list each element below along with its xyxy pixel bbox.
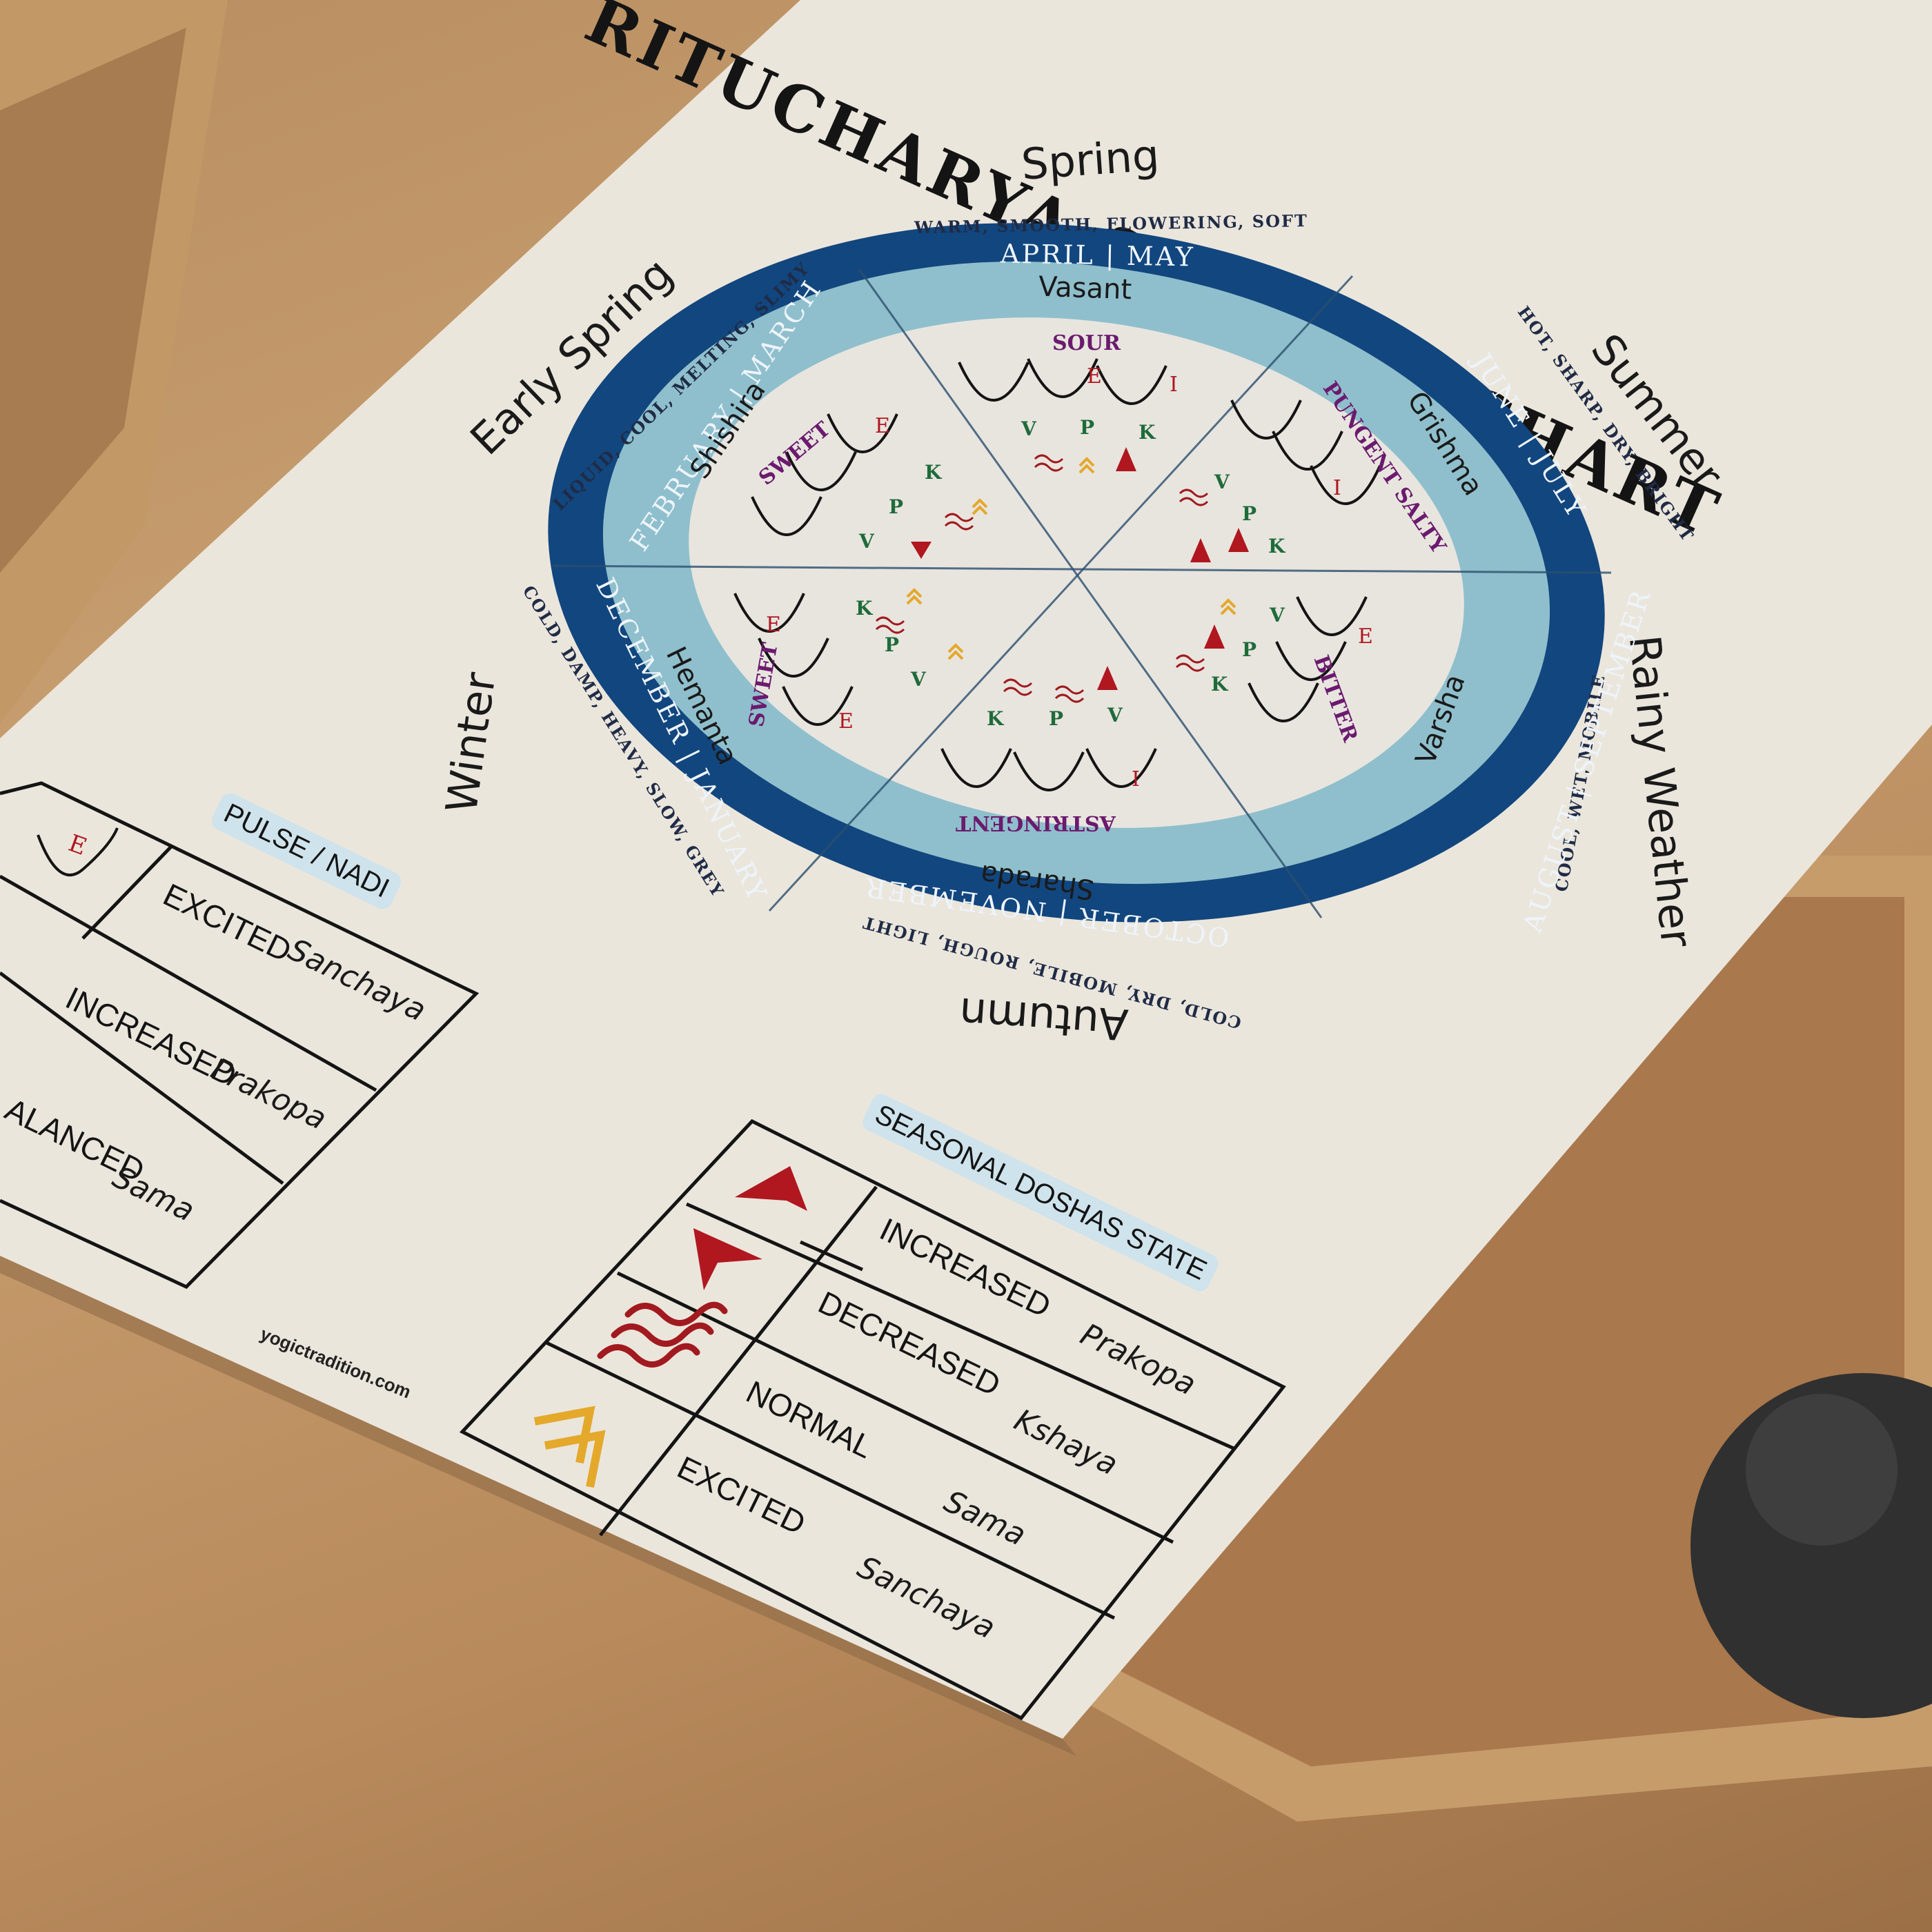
pulse-curve-8	[1275, 641, 1347, 681]
vpk-autumn-k: K	[987, 707, 1004, 730]
poster-shadow-edge	[0, 1256, 1076, 1756]
vpk-early-spring-p: P	[889, 495, 904, 518]
pulse-curve-18	[827, 413, 898, 453]
pulse-curve-15	[733, 593, 805, 633]
pulse-mark-summer-i: I	[1333, 476, 1341, 500]
dosha-wave-6	[1054, 685, 1085, 703]
dosha-chevron-3	[1220, 598, 1236, 615]
pulse-mark-early-spring-e: E	[875, 414, 890, 438]
vpk-autumn-p: P	[1049, 707, 1064, 730]
pulse-curve-17	[785, 451, 857, 491]
dosha-wave-3	[944, 513, 974, 531]
pulse-curve-11	[1013, 751, 1085, 791]
pulse-curve-7	[1296, 596, 1368, 636]
vpk-early-spring-v: V	[859, 530, 874, 553]
dosha-chevron-1	[1078, 457, 1095, 474]
wheel-spoke-1	[858, 268, 1323, 918]
pulse-curve-4	[1230, 400, 1302, 440]
pulse-curve-9	[1248, 682, 1319, 722]
vpk-summer-p: P	[1242, 502, 1257, 525]
dosha-up-arrow-2	[1190, 538, 1211, 562]
dosha-up-arrow-4	[1204, 624, 1225, 649]
pulse-curve-6	[1310, 465, 1381, 505]
dosha-chevron-4	[906, 588, 923, 605]
dosha-down-arrow-1	[911, 542, 931, 559]
stone-highlight	[1746, 1394, 1897, 1546]
pulse-curve-3	[1096, 365, 1167, 405]
dosha-up-arrow-3	[1228, 528, 1249, 552]
pulse-mark-winter-e2: E	[838, 709, 854, 733]
vpk-summer-v: V	[1214, 471, 1230, 493]
taste-sour: SOUR	[1052, 331, 1121, 355]
pulse-curve-14	[758, 638, 829, 678]
vpk-summer-k: K	[1268, 535, 1285, 558]
dosha-chevron-2	[972, 498, 988, 515]
dosha-wave-7	[875, 616, 905, 634]
dosha-wave-5	[1003, 678, 1033, 696]
chevron-up-icon	[533, 1406, 606, 1488]
pulse-curve-10	[940, 748, 1012, 788]
wave-icon	[597, 1301, 728, 1368]
dosha-up-arrow-5	[1097, 666, 1118, 690]
vpk-rainy-v: V	[1270, 604, 1285, 627]
vpk-winter-k: K	[856, 597, 873, 620]
wheel-spoke-3	[551, 564, 1612, 574]
vpk-rainy-k: K	[1211, 673, 1228, 696]
vpk-autumn-v: V	[1107, 704, 1123, 727]
pulse-curve-16	[751, 496, 822, 536]
vpk-winter-p: P	[885, 633, 900, 656]
dosha-chevron-5	[947, 643, 964, 660]
dosha-wave-2	[1179, 489, 1209, 506]
pulse-curve-13	[782, 686, 854, 726]
down-arrow-icon	[693, 1228, 762, 1290]
pulse-mark-spring-e: E	[1087, 364, 1102, 388]
wheel-spoke-2	[768, 275, 1354, 912]
vpk-spring-k: K	[1138, 421, 1156, 444]
pulse-mark-winter-e1: E	[766, 613, 781, 637]
dosha-up-arrow-1	[1116, 447, 1136, 471]
pulse-curve-1	[958, 362, 1029, 402]
pulse-mark-spring-i: I	[1170, 373, 1178, 397]
vpk-spring-p: P	[1080, 416, 1095, 439]
wooden-tray-left-inner	[0, 28, 186, 573]
vpk-rainy-p: P	[1242, 638, 1257, 661]
up-arrow-icon	[735, 1166, 807, 1211]
pulse-mark-rainy-e: E	[1358, 624, 1373, 649]
pulse-curve-12	[1085, 748, 1157, 788]
pulse-mark-autumn-i: I	[1132, 767, 1140, 791]
pulse-curve-2	[1027, 358, 1098, 398]
dosha-wave-1	[1034, 454, 1064, 472]
vpk-spring-v: V	[1021, 417, 1036, 440]
dosha-wave-4	[1175, 654, 1205, 672]
pulse-curve-5	[1272, 431, 1343, 471]
vpk-early-spring-k: K	[925, 461, 942, 484]
vpk-winter-v: V	[911, 668, 926, 691]
